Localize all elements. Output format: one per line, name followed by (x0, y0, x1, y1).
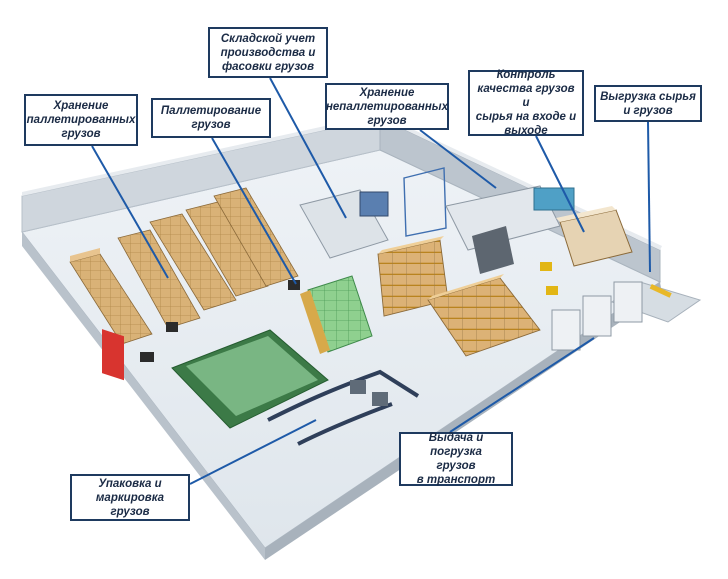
forklifts (140, 262, 558, 362)
office-rack-blue (359, 191, 389, 217)
quality-stairs (472, 226, 514, 274)
packing-station-2 (372, 392, 388, 406)
leader-packing (189, 419, 317, 485)
leader-storage-nonpallet (419, 129, 497, 189)
rack-row-5 (213, 187, 299, 287)
rack-row-2 (117, 229, 201, 329)
callout-palletizing: Паллетирование грузов (151, 98, 271, 138)
leader-shipping (449, 337, 595, 433)
loading-docks (551, 281, 702, 351)
rack-row-3 (149, 213, 237, 311)
glass-rack-left (300, 290, 330, 354)
quality-area (445, 185, 633, 274)
forklift-2 (166, 322, 178, 332)
quality-office-roof (556, 206, 616, 222)
rack-row-4 (185, 201, 269, 297)
front-slab (22, 232, 265, 560)
forklift-yellow-2 (540, 262, 552, 271)
forklift-1 (140, 352, 154, 362)
callout-quality-control: Контроль качества грузов и сырья на вход… (468, 69, 584, 137)
leader-lines (91, 77, 651, 485)
conveyor-line (267, 369, 420, 422)
red-rack (102, 329, 124, 381)
leader-unloading (647, 121, 651, 273)
pallet-rack-rows (69, 187, 299, 381)
callout-storage-pallet: Хранение паллетированных грузов (24, 94, 138, 146)
packing-station-1 (350, 380, 366, 394)
quality-platform (445, 185, 561, 251)
callout-accounting: Складской учет производства и фасовки гр… (208, 27, 328, 78)
callout-storage-nonpallet: Хранение непаллетированных грузов (325, 83, 449, 130)
dock-door-3 (613, 281, 643, 323)
rack-block-a-top (378, 236, 444, 254)
leader-palletizing (211, 137, 297, 285)
forklift-3 (288, 280, 300, 290)
leader-quality (535, 135, 585, 233)
rack-block-b-top (428, 274, 504, 300)
middle-rack-blocks (377, 167, 541, 357)
packing-conveyor-top (186, 336, 318, 416)
leader-accounting (269, 77, 347, 219)
dock-door-2 (582, 295, 612, 337)
conveyor-line-2 (297, 402, 393, 446)
forklift-yellow-1 (546, 286, 558, 295)
dock-door-1 (551, 309, 581, 351)
callout-unloading: Выгрузка сырья и грузов (594, 85, 702, 122)
packing-area (171, 329, 420, 446)
callout-shipping: Выдача и погрузка грузов в транспорт (399, 432, 513, 486)
rack-block-b (427, 277, 541, 357)
leader-storage-pallet (91, 145, 169, 279)
front-slab-right (265, 282, 662, 560)
dock-plate (649, 283, 672, 298)
production-area (299, 189, 389, 354)
rack-row-1-top (70, 248, 100, 262)
callout-packing: Упаковка и маркировка грузов (70, 474, 190, 521)
rack-high-shelving (403, 167, 447, 237)
